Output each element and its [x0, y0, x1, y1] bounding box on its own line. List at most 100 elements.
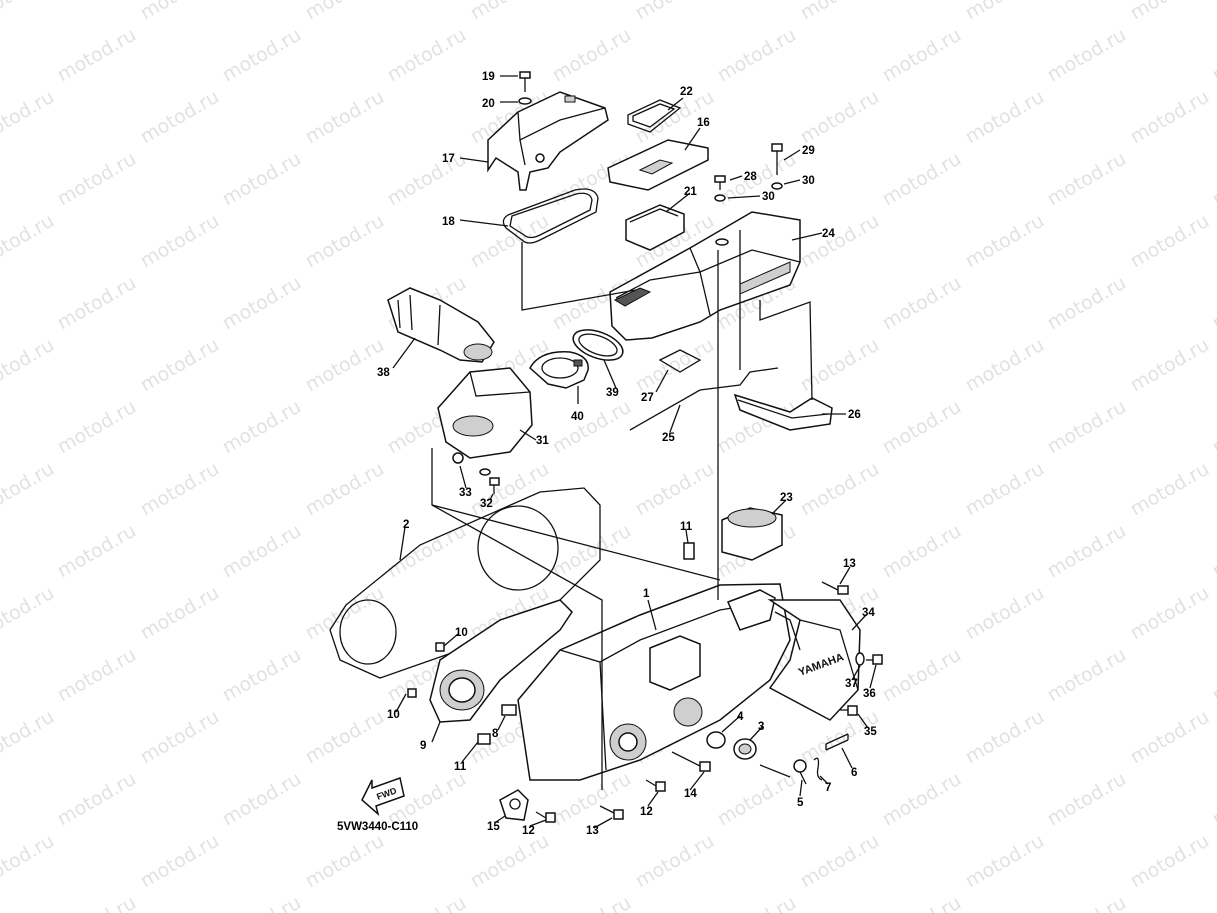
callout-label: 7	[825, 782, 831, 794]
callout-label: 19	[482, 71, 495, 83]
watermark-text: motod.ru	[1044, 892, 1130, 913]
watermark-text: motod.ru	[467, 458, 553, 521]
watermark-text: motod.ru	[302, 210, 388, 273]
part-10-bolt-b	[407, 688, 417, 698]
watermark-text: motod.ru	[797, 86, 883, 149]
watermark-text: motod.ru	[0, 830, 58, 893]
watermark-text: motod.ru	[1209, 520, 1217, 583]
watermark-text: motod.ru	[797, 830, 883, 893]
watermark-text: motod.ru	[1127, 0, 1213, 24]
part-5-screw	[793, 759, 807, 785]
callout-label: 13	[586, 825, 599, 837]
part-13-bolt-upper	[821, 581, 849, 595]
watermark-text: motod.ru	[879, 148, 965, 211]
watermark-text: motod.ru	[137, 830, 223, 893]
callout-label: 30	[762, 191, 775, 203]
part-20-washer	[518, 97, 532, 105]
watermark-text: motod.ru	[384, 24, 470, 87]
watermark-text: motod.ru	[219, 768, 305, 831]
watermark-text: motod.ru	[302, 334, 388, 397]
watermark-text: motod.ru	[962, 0, 1048, 24]
watermark-text: motod.ru	[219, 148, 305, 211]
watermark-text: motod.ru	[54, 644, 140, 707]
diagram-code: 5VW3440-C110	[337, 821, 418, 833]
part-39-seal	[572, 329, 624, 361]
watermark-text: motod.ru	[0, 334, 58, 397]
watermark-text: motod.ru	[632, 830, 718, 893]
watermark-text: motod.ru	[797, 0, 883, 24]
watermark-text: motod.ru	[219, 644, 305, 707]
watermark-text: motod.ru	[219, 272, 305, 335]
part-28-bolt	[714, 175, 726, 190]
part-16-plate	[607, 139, 709, 191]
watermark-text: motod.ru	[302, 458, 388, 521]
callout-label: 11	[680, 521, 693, 533]
watermark-text: motod.ru	[1044, 24, 1130, 87]
watermark-text: motod.ru	[137, 86, 223, 149]
callout-label: 22	[680, 86, 693, 98]
watermark-text: motod.ru	[962, 830, 1048, 893]
watermark-text: motod.ru	[467, 830, 553, 893]
watermark-text: motod.ru	[962, 210, 1048, 273]
watermark-text: motod.ru	[549, 892, 635, 913]
watermark-text: motod.ru	[137, 0, 223, 24]
part-36-bolt	[866, 654, 883, 665]
watermark-text: motod.ru	[962, 458, 1048, 521]
watermark-text: motod.ru	[879, 272, 965, 335]
callout-label: 11	[454, 761, 467, 773]
callout-label: 2	[403, 519, 409, 531]
watermark-text: motod.ru	[1127, 334, 1213, 397]
watermark-text: motod.ru	[137, 334, 223, 397]
watermark-text: motod.ru	[879, 24, 965, 87]
watermark-text: motod.ru	[1044, 396, 1130, 459]
watermark-text: motod.ru	[1044, 768, 1130, 831]
fwd-arrow-icon: FWD	[361, 777, 405, 817]
watermark-text: motod.ru	[714, 24, 800, 87]
watermark-text: motod.ru	[219, 24, 305, 87]
part-15-clamp	[499, 789, 529, 821]
watermark-text: motod.ru	[1127, 830, 1213, 893]
watermark-text: motod.ru	[54, 272, 140, 335]
watermark-text: motod.ru	[219, 892, 305, 913]
part-33-washer	[479, 468, 491, 476]
watermark-text: motod.ru	[302, 0, 388, 24]
watermark-text: motod.ru	[879, 396, 965, 459]
part-9-plate	[429, 599, 573, 723]
callout-label: 30	[802, 175, 815, 187]
watermark-text: motod.ru	[137, 582, 223, 645]
parts-layer: YAMAHA	[329, 71, 883, 823]
watermark-text: motod.ru	[467, 0, 553, 24]
part-17-cover	[487, 91, 609, 191]
callout-label: 24	[822, 228, 835, 240]
watermark-text: motod.ru	[879, 892, 965, 913]
watermark-text: motod.ru	[1044, 148, 1130, 211]
watermark-text: motod.ru	[962, 86, 1048, 149]
watermark-text: motod.ru	[0, 458, 58, 521]
callout-label: 13	[843, 558, 856, 570]
watermark-text: motod.ru	[1209, 24, 1217, 87]
part-40-clamp	[529, 351, 589, 389]
watermark-text: motod.ru	[1209, 148, 1217, 211]
part-13-bolt-lower	[599, 805, 624, 820]
callout-label: 9	[420, 740, 426, 752]
watermark-text: motod.ru	[632, 0, 718, 24]
watermark-text: motod.ru	[219, 396, 305, 459]
callout-label: 36	[863, 688, 876, 700]
callout-label: 6	[851, 767, 857, 779]
callout-label: 4	[737, 711, 744, 723]
watermark-text: motod.ru	[1044, 644, 1130, 707]
part-31-joint	[437, 367, 533, 459]
watermark-text: motod.ru	[879, 520, 965, 583]
watermark-text: motod.ru	[1127, 582, 1213, 645]
watermark-text: motod.ru	[962, 706, 1048, 769]
callout-label: 40	[571, 411, 584, 423]
part-25-tube	[629, 367, 779, 431]
watermark-text: motod.ru	[0, 210, 58, 273]
watermark-text: motod.ru	[797, 458, 883, 521]
callout-label: 32	[480, 498, 493, 510]
watermark-text: motod.ru	[0, 582, 58, 645]
watermark-text: motod.ru	[1127, 706, 1213, 769]
